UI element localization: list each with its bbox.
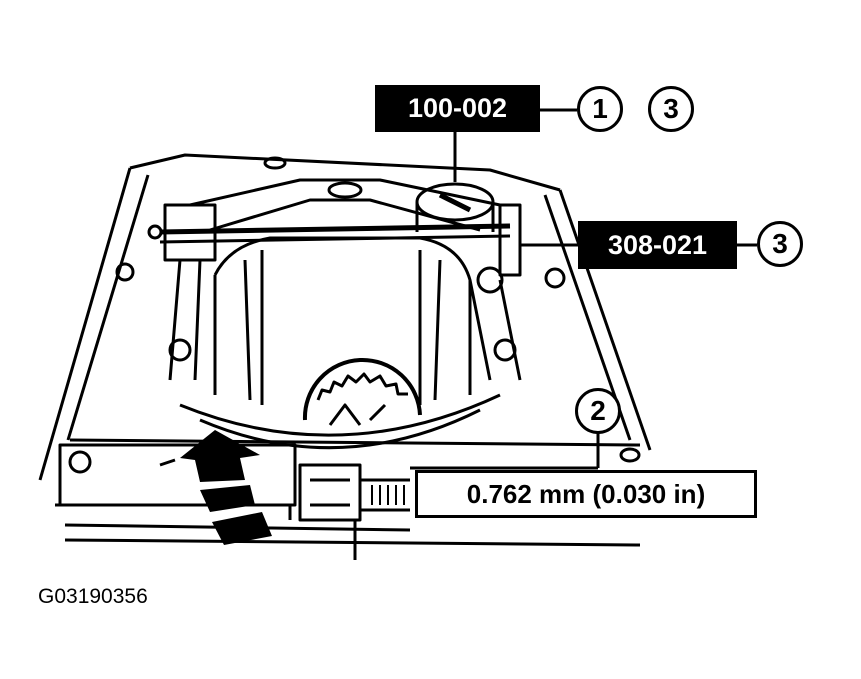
right-bracket [498, 203, 522, 277]
left-bracket [163, 203, 217, 262]
top-bolt-left [263, 156, 287, 170]
tool-a-body [415, 202, 495, 232]
frame-left-inner [66, 174, 150, 441]
arrow-block-1 [200, 485, 255, 512]
plate-mark [159, 458, 176, 467]
left-bolt [168, 338, 192, 362]
lower-plate-left [58, 443, 297, 507]
callout-3-top: 3 [648, 86, 694, 132]
right-bolt [476, 266, 504, 294]
callout-2: 2 [575, 388, 621, 434]
left-support [168, 259, 202, 381]
feeler-gauge [360, 478, 410, 512]
base-line-2 [64, 538, 641, 547]
housing-bottom-arc-inner [199, 408, 481, 450]
top-crossmember-inner [209, 198, 481, 232]
right-stud [544, 267, 566, 289]
housing-inner-lines [260, 250, 422, 405]
housing-inner-walls [243, 259, 442, 401]
sensor-block [298, 463, 362, 522]
frame-bolt-right [619, 447, 641, 463]
frame-top-edge [129, 153, 561, 192]
arrow-up [180, 430, 260, 482]
gear-teeth [316, 372, 408, 401]
plate-bolt-left [68, 450, 92, 474]
lower-plate-edge [55, 503, 292, 520]
callout-3-mid: 3 [757, 221, 803, 267]
tool-label-308-021: 308-021 [578, 221, 737, 269]
reluctor-gear [302, 357, 422, 421]
housing-outline [213, 236, 472, 395]
tool-a-slot [438, 192, 472, 213]
callout-1: 1 [577, 86, 623, 132]
top-crossmember [189, 178, 501, 207]
direction-arrows [180, 430, 272, 545]
gear-detail [328, 403, 387, 426]
frame-right-edge [558, 189, 652, 451]
sensor-block-lines [310, 478, 350, 507]
guide-rod [159, 223, 511, 235]
housing-bottom-arc [179, 393, 501, 437]
tool-label-100-002: 100-002 [375, 85, 540, 132]
left-bracket-pin [147, 224, 163, 240]
right-support [468, 279, 522, 381]
left-stud [115, 262, 135, 282]
gap-specification: 0.762 mm (0.030 in) [415, 470, 757, 518]
frame-left-edge [38, 167, 132, 481]
frame-bottom-edge [69, 438, 641, 447]
figure-id: G03190356 [38, 585, 148, 608]
feeler-gauge-marks [371, 485, 405, 505]
arrow-block-2 [212, 512, 272, 545]
top-bolt-center [327, 181, 363, 199]
